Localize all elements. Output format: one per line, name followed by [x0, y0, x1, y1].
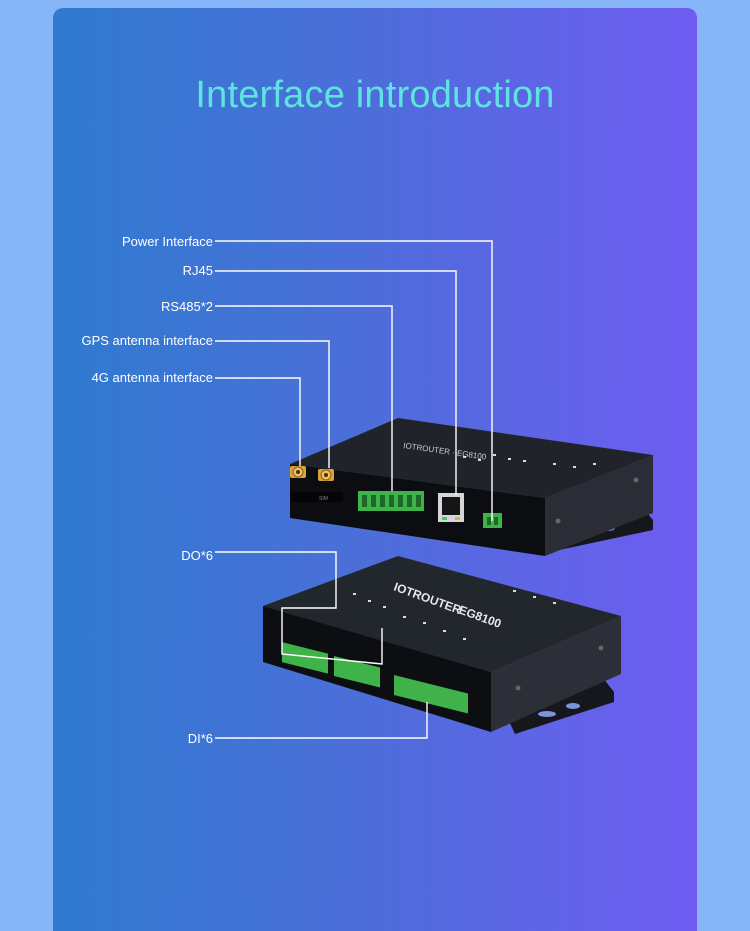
callout-lines [215, 240, 493, 739]
device-illustration: IOTROUTER · EG8100 SIM [215, 240, 653, 739]
page-title: Interface introduction [195, 74, 555, 116]
do-terminals [282, 642, 380, 688]
rs485-terminal [358, 491, 424, 511]
label-power-interface: Power Interface [121, 234, 213, 249]
device-top: IOTROUTER · EG8100 SIM [290, 418, 653, 556]
label-4g-antenna: 4G antenna interface [91, 370, 213, 385]
di-terminal [394, 675, 468, 714]
rj45-port [438, 493, 464, 522]
device-bottom: IOTROUTER EG8100 [263, 556, 621, 734]
svg-text:SIM: SIM [319, 496, 328, 502]
label-do: DO*6 [181, 548, 213, 563]
label-rj45: RJ45 [182, 263, 213, 278]
label-di: DI*6 [187, 731, 213, 746]
label-gps-antenna: GPS antenna interface [81, 333, 213, 348]
gps-antenna-connector [318, 469, 334, 481]
label-rs485: RS485*2 [160, 299, 213, 314]
content-panel: Interface introduction Power Interface R… [53, 8, 697, 931]
4g-antenna-connector [290, 466, 306, 478]
